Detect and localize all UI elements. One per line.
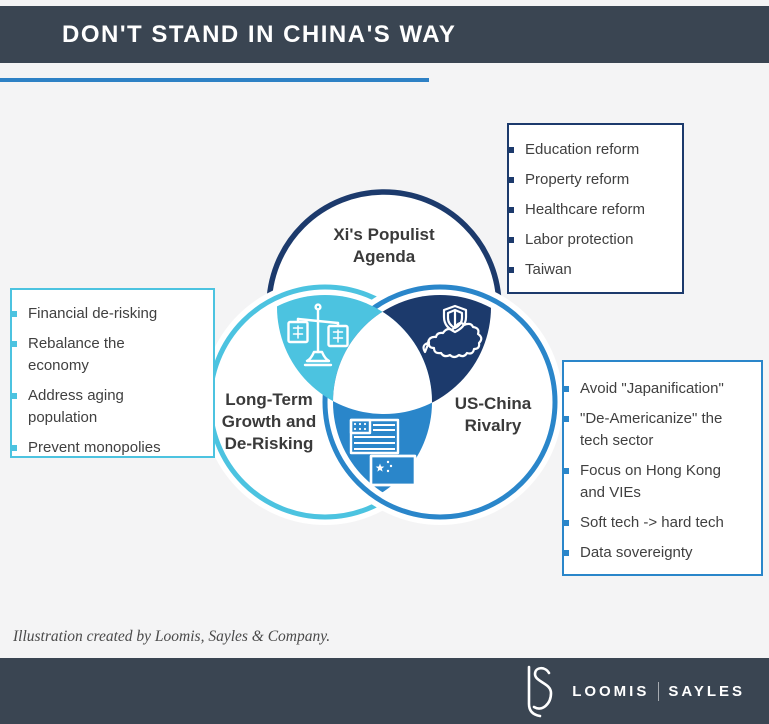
- list-item: Data sovereignty: [563, 542, 746, 564]
- bullet-square-icon: [563, 416, 569, 422]
- callout-xi-agenda: Education reform Property reform Healthc…: [507, 123, 684, 294]
- list-item: Financial de-risking: [11, 303, 186, 325]
- bullet-square-icon: [508, 207, 514, 213]
- bullet-square-icon: [563, 520, 569, 526]
- growth-derisking-list: Financial de-risking Rebalance the econo…: [11, 303, 209, 459]
- list-item: Prevent monopolies: [11, 437, 186, 459]
- list-item: Rebalance the economy: [11, 333, 186, 377]
- brand-divider: [658, 681, 660, 701]
- list-item: Healthcare reform: [508, 199, 678, 221]
- brand-sayles: SAYLES: [668, 682, 745, 700]
- accent-underline: [0, 78, 429, 82]
- bullet-square-icon: [563, 468, 569, 474]
- list-item: Taiwan: [508, 259, 678, 281]
- list-item: Property reform: [508, 169, 678, 191]
- bullet-square-icon: [11, 393, 17, 399]
- brand-wordmark: LOOMIS SAYLES: [572, 681, 745, 701]
- page-title: DON'T STAND IN CHINA'S WAY: [62, 21, 457, 48]
- shield-china-map-icon: [422, 304, 483, 359]
- bullet-square-icon: [11, 341, 17, 347]
- us-china-rivalry-list: Avoid "Japanification" "De-Americanize" …: [563, 378, 757, 564]
- xi-agenda-label: Xi's Populist Agenda: [333, 225, 435, 267]
- us-china-flags-icon: [349, 418, 417, 487]
- bullet-square-icon: [508, 267, 514, 273]
- title-bar: DON'T STAND IN CHINA'S WAY: [0, 6, 769, 63]
- list-item: Avoid "Japanification": [563, 378, 746, 400]
- ls-monogram-icon: [527, 665, 553, 718]
- bullet-square-icon: [11, 445, 17, 451]
- bullet-square-icon: [563, 550, 569, 556]
- list-item: "De-Americanize" the tech sector: [563, 408, 746, 452]
- us-china-rivalry-label: US-China Rivalry: [454, 394, 532, 436]
- callout-us-china-rivalry: Avoid "Japanification" "De-Americanize" …: [562, 360, 763, 576]
- balance-scales-icon: [287, 303, 349, 367]
- callout-growth-derisking: Financial de-risking Rebalance the econo…: [10, 288, 215, 458]
- venn-diagram: [202, 189, 563, 525]
- list-item: Focus on Hong Kong and VIEs: [563, 460, 746, 504]
- brand-loomis: LOOMIS: [572, 682, 650, 700]
- footer-bar: LOOMIS SAYLES: [0, 658, 769, 724]
- list-item: Labor protection: [508, 229, 678, 251]
- attribution-caption: Illustration created by Loomis, Sayles &…: [13, 628, 331, 645]
- bullet-square-icon: [11, 311, 17, 317]
- overlap-center: [333, 295, 432, 414]
- loomis-sayles-logo: LOOMIS SAYLES: [522, 664, 745, 718]
- growth-derisking-label: Long-Term Growth and De-Risking: [221, 390, 317, 454]
- list-item: Education reform: [508, 139, 678, 161]
- bullet-square-icon: [508, 147, 514, 153]
- bullet-square-icon: [563, 386, 569, 392]
- xi-agenda-list: Education reform Property reform Healthc…: [508, 139, 678, 281]
- bullet-square-icon: [508, 177, 514, 183]
- list-item: Address aging population: [11, 385, 186, 429]
- bullet-square-icon: [508, 237, 514, 243]
- list-item: Soft tech -> hard tech: [563, 512, 746, 534]
